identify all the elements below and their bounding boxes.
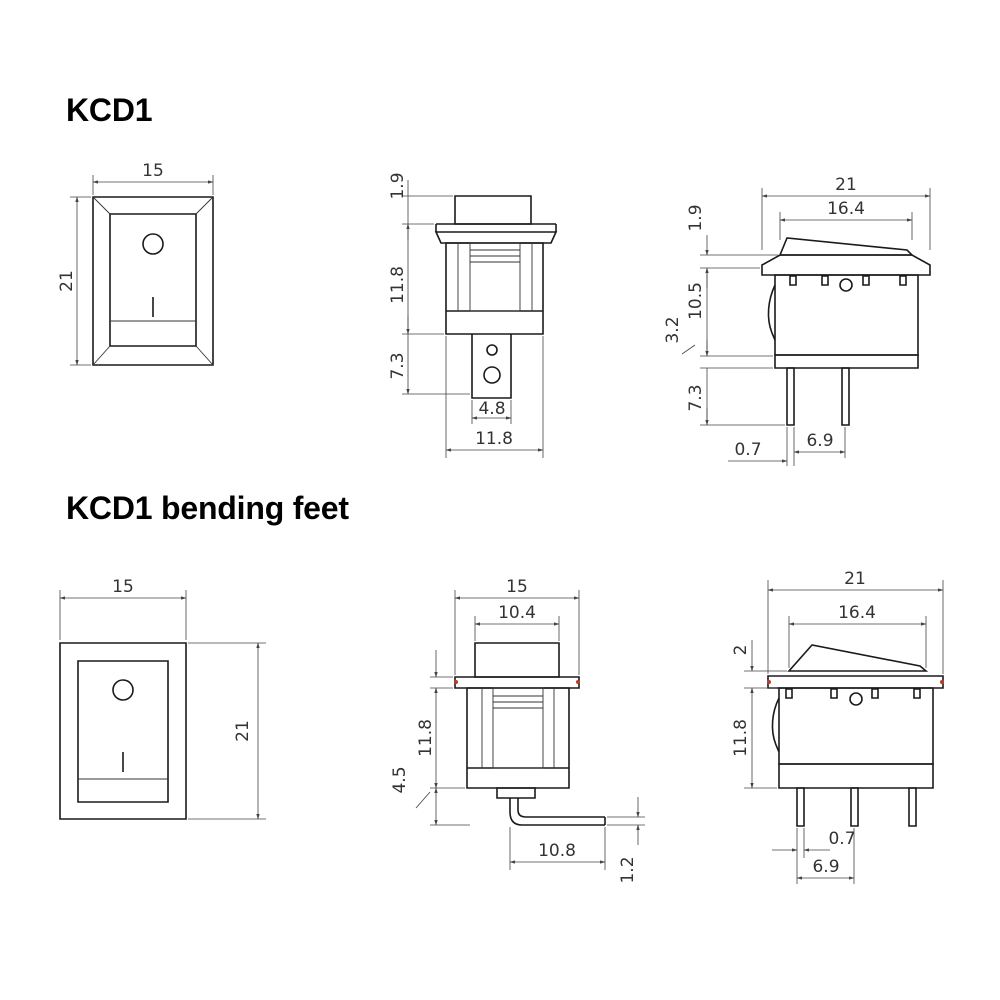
bending-front-view: 15 21 [60,577,266,819]
dim-top: 1.9 [686,204,706,231]
dim-overall-width: 15 [506,577,528,597]
dim-mid: 10.5 [686,282,706,320]
dim-bottom-width: 11.8 [475,429,513,449]
dim-width: 15 [142,161,164,181]
dim-step: 3.2 [663,316,683,343]
dim-body: 11.8 [416,719,436,757]
dim-body: 11.8 [731,719,751,757]
kcd1-bending-title: KCD1 bending feet [66,490,349,526]
power-off-symbol-icon [143,234,163,254]
dim-inner-width: 16.4 [838,603,876,623]
dim-pin-thickness: 0.7 [828,829,855,849]
dim-pin: 7.3 [686,384,706,411]
dim-foot-length: 10.8 [538,841,576,861]
dim-height: 21 [57,270,77,292]
dim-pin: 7.3 [388,352,408,379]
power-off-symbol-icon [113,680,133,700]
dim-pin-pitch: 6.9 [812,857,839,877]
dim-pin-thickness: 0.7 [734,440,761,460]
kcd1-front-view: 15 21 [57,161,213,365]
dim-foot-thickness: 1.2 [618,856,638,883]
dim-height: 21 [233,720,253,742]
kcd1-title: KCD1 [66,92,153,128]
bending-side-view: 15 10.4 11.8 4.5 10.8 1.2 [390,577,645,884]
dim-step: 4.5 [390,766,410,793]
dim-width: 15 [112,577,134,597]
kcd1-end-view: 21 16.4 1.9 10.5 3.2 7.3 0.7 6.9 [663,175,930,466]
dim-overall-width: 21 [844,569,866,589]
dim-top: 2 [731,645,751,656]
dim-cap-width: 10.4 [498,603,536,623]
kcd1-side-view: 1.9 11.8 7.3 4.8 11.8 [388,172,556,458]
dim-pin-pitch: 6.9 [806,431,833,451]
dim-top: 1.9 [388,172,408,199]
dim-overall-width: 21 [835,175,857,195]
bending-end-view: 21 16.4 2 11.8 0.7 6.9 [731,569,944,884]
dim-inner-width: 16.4 [827,199,865,219]
dim-body: 11.8 [388,266,408,304]
dim-pin-width: 4.8 [478,399,505,419]
